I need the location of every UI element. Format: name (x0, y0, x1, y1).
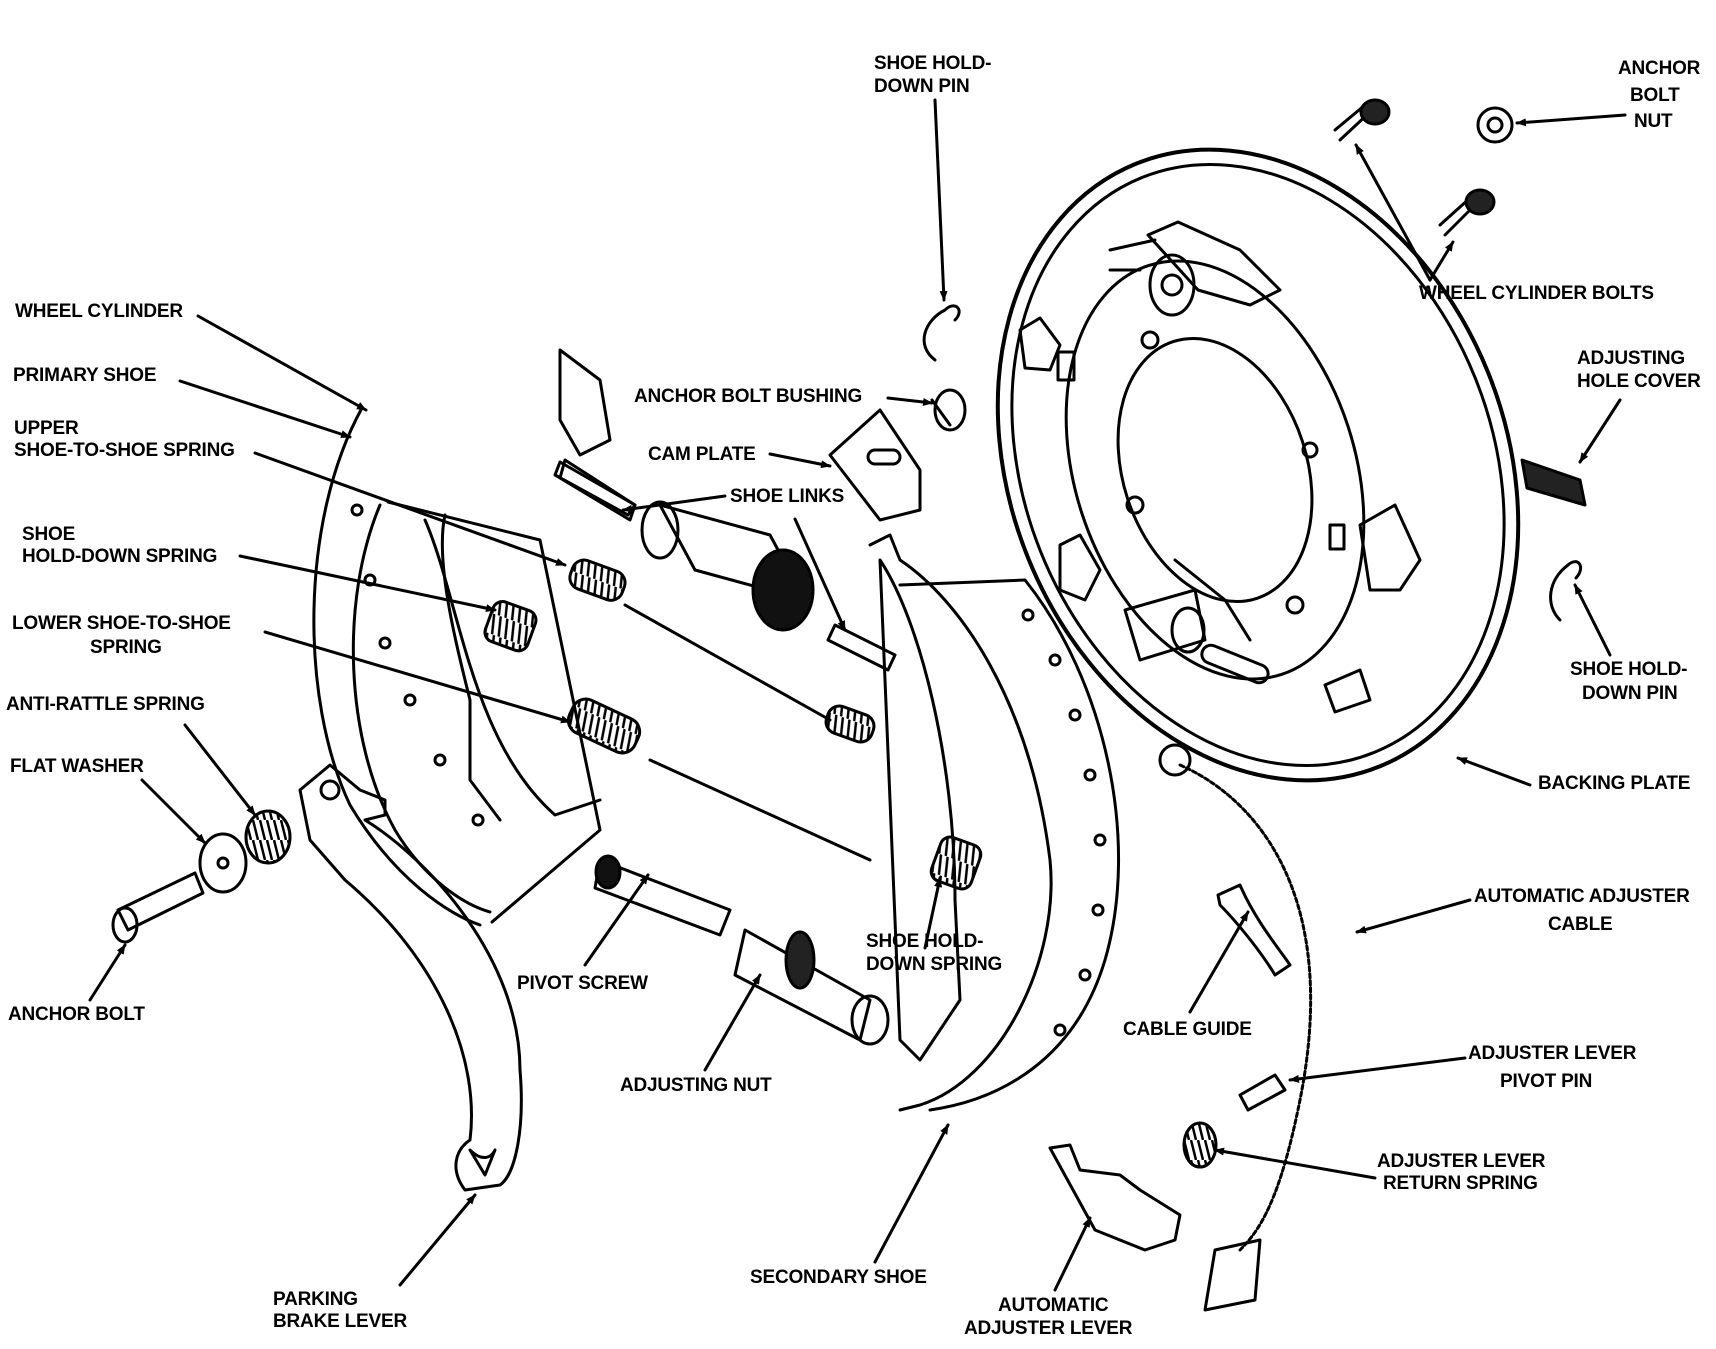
label-line: ADJUSTER LEVER (964, 1318, 1133, 1339)
label-anti-rattle-spring: ANTI-RATTLE SPRING (6, 694, 205, 715)
label-line: HOLD-DOWN SPRING (22, 546, 218, 567)
springs (244, 558, 1218, 1169)
label-anchor-bolt: ANCHOR BOLT (8, 1004, 145, 1025)
label-secondary-shoe: SECONDARY SHOE (750, 1267, 927, 1288)
label-line: DOWN PIN (1582, 683, 1678, 704)
label-line: CABLE (1548, 914, 1613, 935)
label-primary-shoe: PRIMARY SHOE (13, 365, 157, 386)
label-pivot-screw: PIVOT SCREW (517, 973, 648, 994)
label-line: ADJUSTER LEVER (1468, 1043, 1637, 1064)
small-parts (111, 98, 1587, 1312)
label-line: SPRING (90, 637, 162, 658)
label-line: ANCHOR (1618, 58, 1701, 79)
label-wheel-cylinder-bolts: WHEEL CYLINDER BOLTS (1419, 283, 1654, 304)
label-line: SHOE-TO-SHOE SPRING (14, 440, 235, 461)
label-backing-plate: BACKING PLATE (1538, 773, 1691, 794)
label-line: SHOE HOLD- (866, 931, 984, 952)
label-line: PIVOT PIN (1500, 1071, 1593, 1092)
label-line: SHOE HOLD- (874, 53, 992, 74)
parking-brake-lever (298, 763, 523, 1192)
label-flat-washer: FLAT WASHER (10, 756, 144, 777)
backing-plate (995, 147, 1521, 783)
label-wheel-cylinder: WHEEL CYLINDER (15, 301, 183, 322)
label-line: UPPER (14, 418, 79, 439)
label-line: NUT (1634, 111, 1673, 132)
label-line: AUTOMATIC ADJUSTER (1474, 886, 1690, 907)
label-line: SHOE (22, 524, 76, 545)
label-line: ADJUSTING (1577, 348, 1685, 369)
label-line: BRAKE LEVER (273, 1311, 407, 1332)
label-adjusting-nut: ADJUSTING NUT (620, 1075, 772, 1096)
primary-shoe (312, 406, 602, 927)
leader-lines (88, 98, 1627, 1292)
label-line: DOWN SPRING (866, 954, 1003, 975)
label-cable-guide: CABLE GUIDE (1123, 1019, 1252, 1040)
label-line: HOLE COVER (1577, 371, 1701, 392)
label-anchor-bolt-bushing: ANCHOR BOLT BUSHING (634, 386, 863, 407)
label-line: SHOE HOLD- (1570, 659, 1688, 680)
label-line: DOWN PIN (874, 76, 970, 97)
label-line: RETURN SPRING (1383, 1173, 1538, 1194)
label-shoe-links: SHOE LINKS (730, 486, 845, 507)
wheel-cylinder (558, 348, 815, 632)
label-line: ADJUSTER LEVER (1377, 1151, 1546, 1172)
secondary-shoe (868, 533, 1120, 1112)
label-line: AUTOMATIC (998, 1295, 1109, 1316)
label-line: PARKING (273, 1289, 358, 1310)
label-line: BOLT (1630, 85, 1680, 106)
label-cam-plate: CAM PLATE (648, 444, 756, 465)
label-line: LOWER SHOE-TO-SHOE (12, 613, 231, 634)
